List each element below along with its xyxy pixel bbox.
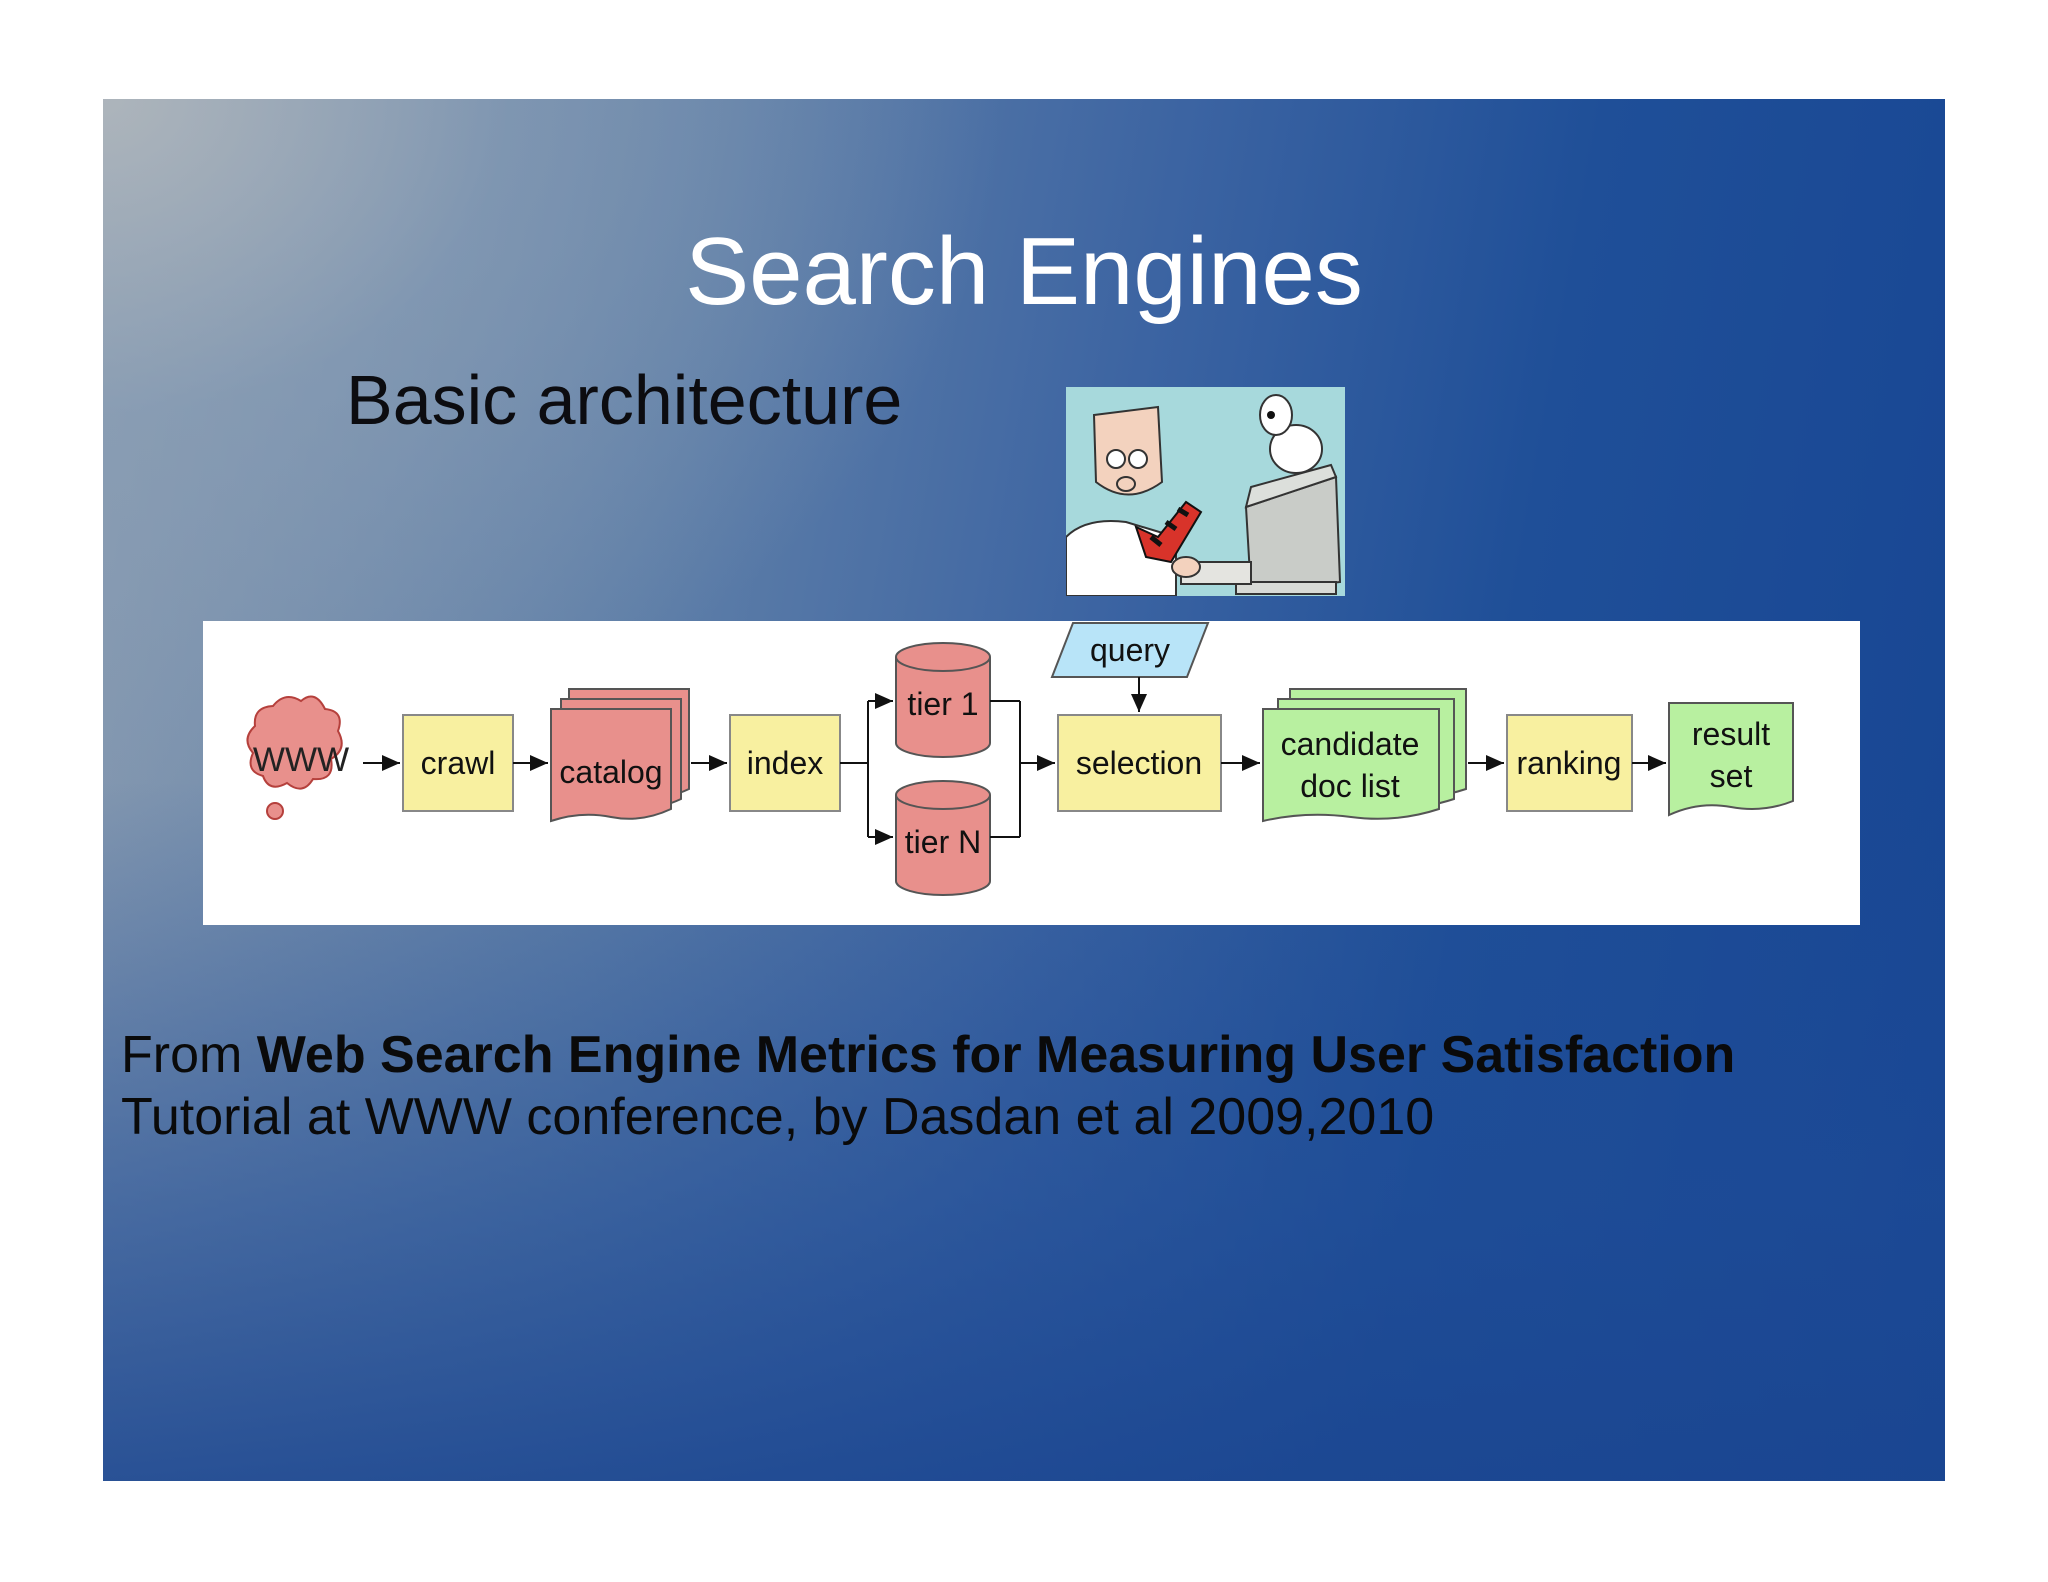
- index-box: index: [729, 714, 841, 812]
- crawl-label: crawl: [421, 745, 496, 781]
- www-label: WWW: [253, 741, 349, 779]
- tier1-label: tier 1: [907, 686, 978, 722]
- cartoon-image: [1066, 387, 1345, 596]
- catalog-doc-stack: catalog: [550, 688, 690, 823]
- candidate-doc-list-stack: candidate doc list: [1262, 688, 1467, 823]
- result-set-doc: result set: [1668, 702, 1794, 817]
- www-cloud: WWW: [246, 695, 349, 820]
- tier1-database: tier 1: [895, 642, 991, 758]
- result-label-line1: result: [1692, 716, 1770, 752]
- ranking-box: ranking: [1506, 714, 1633, 812]
- tierN-label: tier N: [905, 824, 981, 860]
- query-input-shape: query: [1050, 622, 1210, 678]
- selection-label: selection: [1076, 745, 1202, 781]
- query-label: query: [1090, 632, 1170, 668]
- ranking-label: ranking: [1517, 745, 1622, 781]
- architecture-diagram: WWW crawl catalog index: [203, 621, 1860, 925]
- selection-box: selection: [1057, 714, 1222, 812]
- index-label: index: [747, 745, 824, 781]
- slide: Search Engines Basic architecture: [103, 99, 1945, 1481]
- candidate-label-line2: doc list: [1300, 768, 1400, 804]
- crawl-box: crawl: [402, 714, 514, 812]
- citation-line2: Tutorial at WWW conference, by Dasdan et…: [121, 1088, 1435, 1146]
- citation-prefix: From: [121, 1026, 257, 1084]
- connectors: [363, 677, 1666, 845]
- slide-subtitle: Basic architecture: [346, 361, 903, 439]
- candidate-label-line1: candidate: [1281, 726, 1420, 762]
- citation: From Web Search Engine Metrics for Measu…: [121, 1024, 1735, 1148]
- catalog-label: catalog: [559, 754, 662, 790]
- tierN-database: tier N: [895, 780, 991, 896]
- citation-line1: From Web Search Engine Metrics for Measu…: [121, 1024, 1735, 1086]
- slide-title: Search Engines: [685, 218, 1363, 325]
- result-label-line2: set: [1710, 758, 1753, 794]
- citation-title: Web Search Engine Metrics for Measuring …: [256, 1026, 1736, 1084]
